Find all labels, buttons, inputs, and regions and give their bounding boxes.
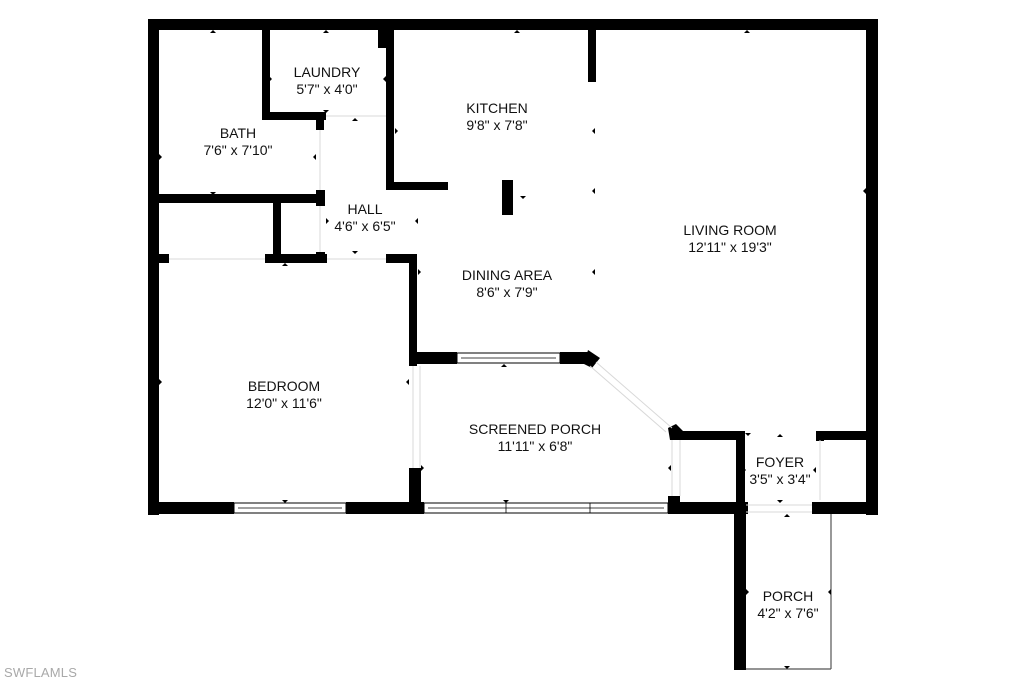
- room-label-foyer: FOYER 3'5" x 3'4": [749, 454, 810, 488]
- room-name: HALL: [347, 201, 383, 217]
- room-name: BATH: [219, 125, 257, 141]
- interior-walls: [159, 30, 870, 670]
- room-dimensions: 4'2" x 7'6": [757, 605, 819, 621]
- windows: [233, 352, 669, 514]
- room-dimensions: 3'5" x 3'4": [749, 471, 811, 487]
- room-label-porch: PORCH 4'2" x 7'6": [757, 588, 818, 622]
- room-name: BEDROOM: [247, 378, 321, 394]
- room-name: SCREENED PORCH: [468, 421, 602, 437]
- room-dimensions: 12'0" x 11'6": [246, 395, 322, 411]
- room-dimensions: 5'7" x 4'0": [296, 81, 358, 97]
- watermark: SWFLAMLS: [4, 665, 78, 680]
- measurement-ticks: [159, 30, 866, 669]
- room-dimensions: 11'11" x 6'8": [497, 438, 573, 454]
- openings: [169, 115, 821, 513]
- room-dimensions: 8'6" x 7'9": [476, 284, 538, 300]
- room-name: PORCH: [762, 588, 814, 604]
- room-name: DINING AREA: [461, 267, 553, 283]
- room-dimensions: 12'11" x 19'3": [688, 239, 772, 255]
- room-name: FOYER: [755, 454, 805, 470]
- room-dimensions: 7'6" x 7'10": [203, 142, 273, 158]
- room-dimensions: 9'8" x 7'8": [466, 117, 528, 133]
- room-label-screened-porch: SCREENED PORCH 11'11" x 6'8": [469, 421, 601, 455]
- room-label-bedroom: BEDROOM 12'0" x 11'6": [246, 378, 322, 412]
- room-name: KITCHEN: [466, 100, 528, 116]
- room-label-laundry: LAUNDRY 5'7" x 4'0": [294, 64, 361, 98]
- room-name: LIVING ROOM: [683, 222, 777, 238]
- room-label-bath: BATH 7'6" x 7'10": [204, 125, 273, 159]
- room-dimensions: 4'6" x 6'5": [334, 218, 396, 234]
- room-label-kitchen: KITCHEN 9'8" x 7'8": [466, 100, 527, 134]
- room-name: LAUNDRY: [293, 64, 361, 80]
- outer-walls: [148, 19, 878, 515]
- room-label-living-room: LIVING ROOM 12'11" x 19'3": [683, 222, 776, 256]
- room-label-hall: HALL 4'6" x 6'5": [334, 201, 395, 235]
- room-label-dining-area: DINING AREA 8'6" x 7'9": [462, 267, 552, 301]
